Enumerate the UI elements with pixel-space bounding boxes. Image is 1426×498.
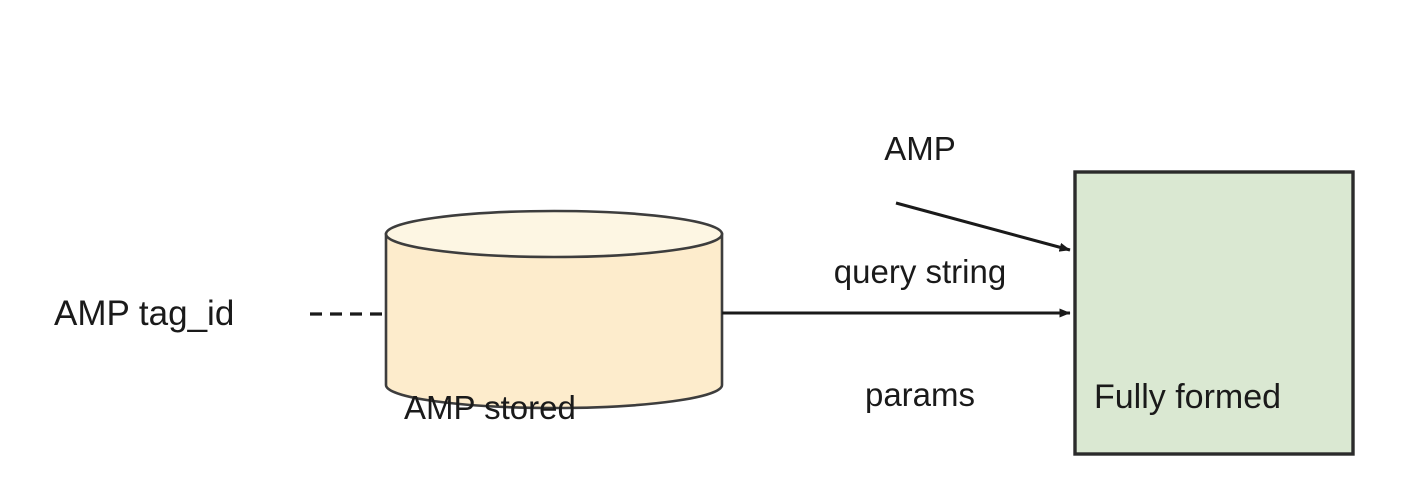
cylinder-label-line1: AMP stored xyxy=(404,389,576,426)
annotation-line1: AMP xyxy=(884,130,956,167)
output-box-label: Fully formed ORTB xyxy=(1094,270,1281,498)
label-amp-tag-id: AMP tag_id xyxy=(54,294,235,333)
cylinder-label: AMP stored request template xyxy=(404,280,650,498)
connector-arrow-params-to-ortb xyxy=(895,201,1071,252)
annotation-line2: query string xyxy=(833,253,1007,290)
annotation-query-string-params: AMP query string params xyxy=(800,46,1040,497)
output-box-shape xyxy=(1073,170,1355,456)
output-box-label-line1: Fully formed xyxy=(1094,378,1282,416)
cylinder-shape xyxy=(384,209,724,410)
annotation-line3: params xyxy=(864,376,976,413)
